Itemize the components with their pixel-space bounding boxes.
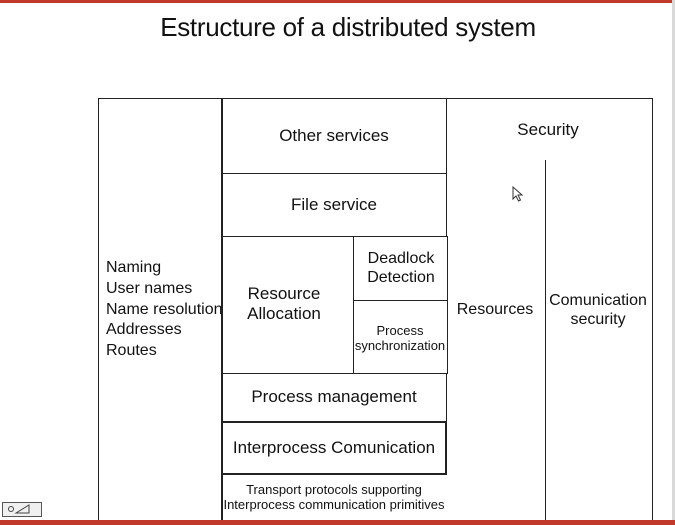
naming-line: Naming [106,259,162,276]
naming-line: Name resolution [106,300,223,318]
process-synchronization-label: Process synchronization [354,322,446,353]
pointer-icon[interactable] [2,502,42,517]
resource-allocation-label: Resource Allocation [247,283,321,323]
other-services-label: Other services [279,125,389,145]
top-accent-bar [0,0,675,3]
bottom-accent-bar [0,520,675,525]
mouse-cursor-icon [512,185,524,207]
naming-line: Addresses [106,321,182,339]
interprocess-communication-box [221,421,447,475]
naming-list: Naming User names Name resolution Addres… [106,258,223,362]
process-management-label: Process management [251,387,417,407]
deadlock-detection-label: Deadlock Detection [367,250,435,286]
file-service-label: File service [291,194,377,214]
transport-protocols-label: Transport protocols supporting Interproc… [223,481,445,512]
naming-line: User names [106,279,193,297]
diagram-title: Estructure of a distributed system [160,12,536,42]
divider-security [545,160,546,522]
naming-line: Routes [106,342,157,360]
security-label: Security [517,119,579,139]
right-edge-bar [672,0,675,525]
interprocess-communication-label: Interprocess Comunication [232,437,436,457]
communication-security-label: Comunication security [549,292,647,328]
resources-label: Resources [456,300,534,318]
